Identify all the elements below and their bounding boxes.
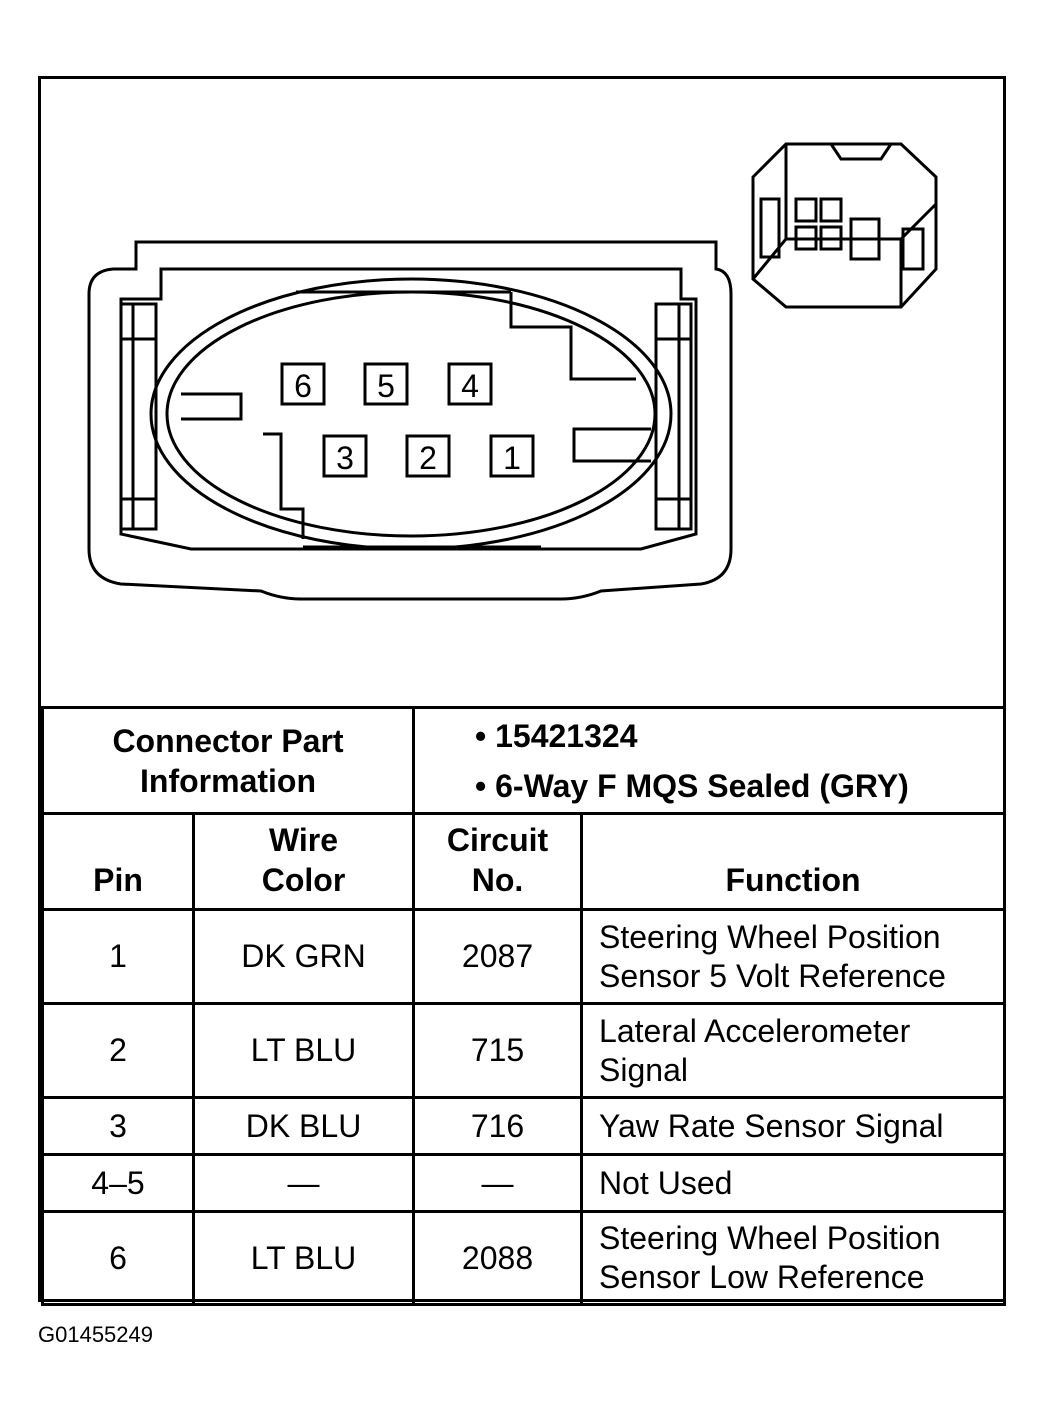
pin-label-5: 5	[377, 368, 395, 404]
row-2-function: Lateral Accelerometer Signal	[580, 1002, 1007, 1099]
table-row: 6 LT BLU 2088 Steering Wheel Position Se…	[41, 1210, 1007, 1306]
row-1-color: DK GRN	[191, 908, 416, 1005]
row-3-function: Yaw Rate Sensor Signal	[580, 1096, 1007, 1156]
figure-code: G01455249	[38, 1322, 153, 1347]
part-info-label-line2: Information	[140, 762, 316, 799]
part-info-label: Connector Part Information	[40, 706, 416, 815]
pin-label-2: 2	[419, 440, 437, 476]
row-1-circuit: 2087	[412, 908, 584, 1005]
row-4-color: —	[191, 1153, 416, 1213]
row-1-pin: 1	[41, 908, 195, 1005]
key-upper-right	[509, 292, 636, 381]
table-header-row: Pin Wire Color Circuit No. Function	[41, 812, 1007, 911]
row-3-color: DK BLU	[191, 1096, 416, 1156]
connector-info-table: Connector Part Information • 15421324 • …	[40, 706, 1007, 1306]
row-5-color: LT BLU	[191, 1210, 416, 1306]
pin-label-6: 6	[294, 368, 312, 404]
pin-box-2	[405, 434, 451, 478]
part-info-label-line1: Connector Part	[112, 722, 344, 759]
part-info-row: Connector Part Information • 15421324 • …	[40, 706, 1007, 815]
pin-box-5	[363, 362, 409, 406]
figure-frame: 6 5 4 3 2 1	[38, 76, 1007, 1306]
header-circuit-no: Circuit No.	[412, 812, 584, 911]
key-right	[572, 427, 651, 463]
row-2-pin: 2	[41, 1002, 195, 1099]
left-rail	[119, 302, 158, 531]
pin-label-4: 4	[461, 368, 479, 404]
connector-face-drawing: 6 5 4 3 2 1	[87, 142, 938, 601]
row-2-circuit: 715	[412, 1002, 584, 1099]
pin-label-3: 3	[336, 440, 354, 476]
key-left	[181, 392, 243, 421]
row-1-function: Steering Wheel Position Sensor 5 Volt Re…	[580, 908, 1007, 1005]
table-row: 3 DK BLU 716 Yaw Rate Sensor Signal	[41, 1096, 1007, 1156]
row-3-circuit: 716	[412, 1096, 584, 1156]
header-pin: Pin	[41, 812, 195, 911]
pin-box-1	[489, 434, 535, 478]
pin-box-3	[322, 434, 368, 478]
pin-box-4	[447, 362, 493, 406]
table-row: 4–5 — — Not Used	[41, 1153, 1007, 1213]
seal-ring-outer	[149, 277, 673, 551]
row-4-circuit: —	[412, 1153, 584, 1213]
part-description: • 6-Way F MQS Sealed (GRY)	[475, 767, 909, 804]
pin-label-1: 1	[503, 440, 521, 476]
part-number: • 15421324	[475, 717, 638, 754]
table-row: 2 LT BLU 715 Lateral Accelerometer Signa…	[41, 1002, 1007, 1099]
housing-inner	[119, 267, 698, 551]
pin-box-6	[280, 362, 326, 406]
key-bottom-left	[263, 432, 305, 539]
row-2-color: LT BLU	[191, 1002, 416, 1099]
row-5-pin: 6	[41, 1210, 195, 1306]
row-4-function: Not Used	[580, 1153, 1007, 1213]
connector-diagram: 6 5 4 3 2 1	[41, 79, 1003, 706]
table-row: 1 DK GRN 2087 Steering Wheel Position Se…	[41, 908, 1007, 1005]
row-5-circuit: 2088	[412, 1210, 584, 1306]
header-wire-color: Wire Color	[191, 812, 416, 911]
row-3-pin: 3	[41, 1096, 195, 1156]
header-function: Function	[580, 812, 1007, 911]
row-5-function: Steering Wheel Position Sensor Low Refer…	[580, 1210, 1007, 1306]
part-info-values: • 15421324 • 6-Way F MQS Sealed (GRY)	[412, 706, 1007, 815]
connector-3d-illustration	[751, 142, 938, 309]
row-4-pin: 4–5	[41, 1153, 195, 1213]
housing-outline	[87, 240, 733, 601]
